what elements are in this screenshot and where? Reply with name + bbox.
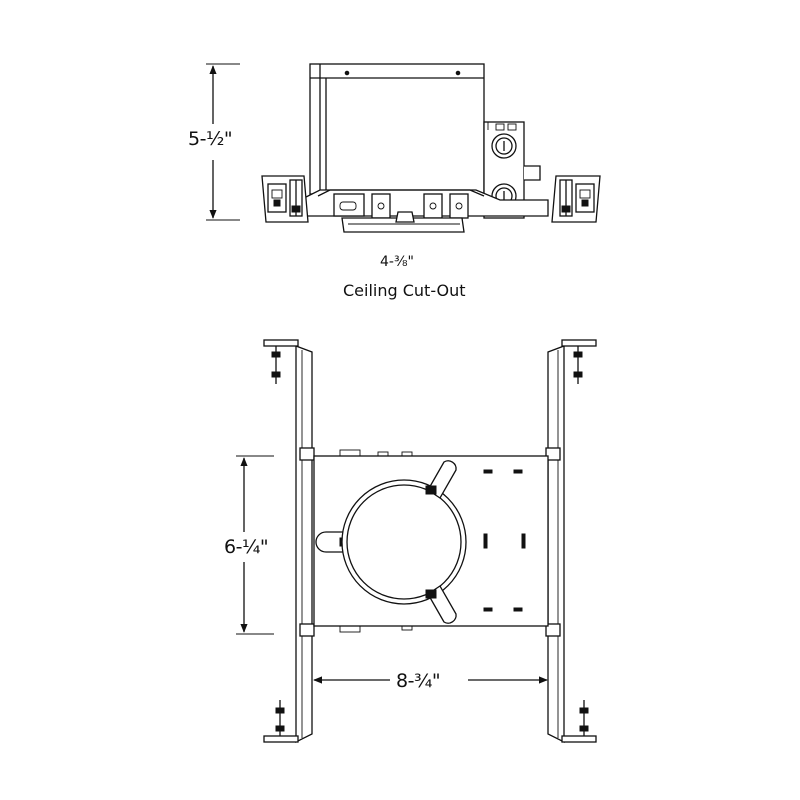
top-width-label: 8-¾" — [396, 670, 441, 692]
side-view — [206, 63, 601, 233]
base-plate — [299, 189, 549, 233]
junction-box — [309, 63, 485, 195]
cutout-dimension-label: 4-⅜" — [380, 254, 414, 270]
cutout-caption: Ceiling Cut-Out — [343, 281, 466, 300]
right-hanger-bar — [545, 339, 597, 744]
side-height-label: 5-½" — [188, 128, 233, 150]
left-hanger-bar — [263, 339, 315, 744]
left-hanger-bracket — [261, 175, 309, 223]
side-height-dimension — [206, 63, 240, 221]
top-height-dimension — [236, 455, 274, 635]
top-view — [236, 339, 597, 744]
top-height-label: 6-¼" — [224, 536, 269, 558]
right-hanger-bracket — [551, 175, 601, 223]
aperture-ring — [341, 460, 467, 624]
